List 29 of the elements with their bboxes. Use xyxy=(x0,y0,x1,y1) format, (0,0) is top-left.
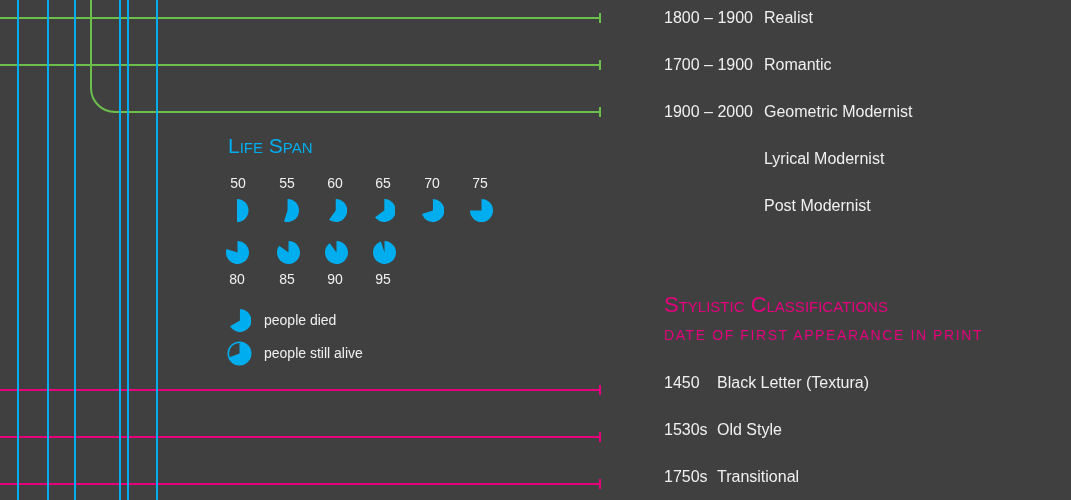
section-heading: Stylistic Classifications xyxy=(664,292,888,318)
age-label: 60 xyxy=(327,174,343,192)
age-label: 75 xyxy=(472,174,488,192)
legend-label: people died xyxy=(264,311,337,329)
age-label: 65 xyxy=(375,174,391,192)
style-name: Geometric Modernist xyxy=(764,101,913,121)
style-name: Lyrical Modernist xyxy=(764,148,885,168)
age-label: 55 xyxy=(279,174,295,192)
year-label: 1530s xyxy=(664,419,708,439)
age-label: 90 xyxy=(327,270,343,288)
section-subheading: DATE OF FIRST APPEARANCE IN PRINT xyxy=(664,326,984,344)
year-range: 1800 – 1900 xyxy=(664,7,753,27)
age-label: 95 xyxy=(375,270,391,288)
year-label: 1450 xyxy=(664,372,700,392)
year-label: 1750s xyxy=(664,466,708,486)
style-name: Black Letter (Textura) xyxy=(717,372,870,392)
year-range: 1700 – 1900 xyxy=(664,54,753,74)
age-label: 50 xyxy=(230,174,246,192)
style-name: Romantic xyxy=(764,54,832,74)
style-name: Realist xyxy=(764,7,813,27)
section-heading: Life Span xyxy=(228,132,313,158)
age-label: 70 xyxy=(424,174,440,192)
age-label: 85 xyxy=(279,270,295,288)
legend-label: people still alive xyxy=(264,344,363,362)
style-name: Post Modernist xyxy=(764,195,871,215)
style-name: Transitional xyxy=(717,466,800,486)
style-name: Old Style xyxy=(717,419,782,439)
age-label: 80 xyxy=(229,270,245,288)
year-range: 1900 – 2000 xyxy=(664,101,753,121)
